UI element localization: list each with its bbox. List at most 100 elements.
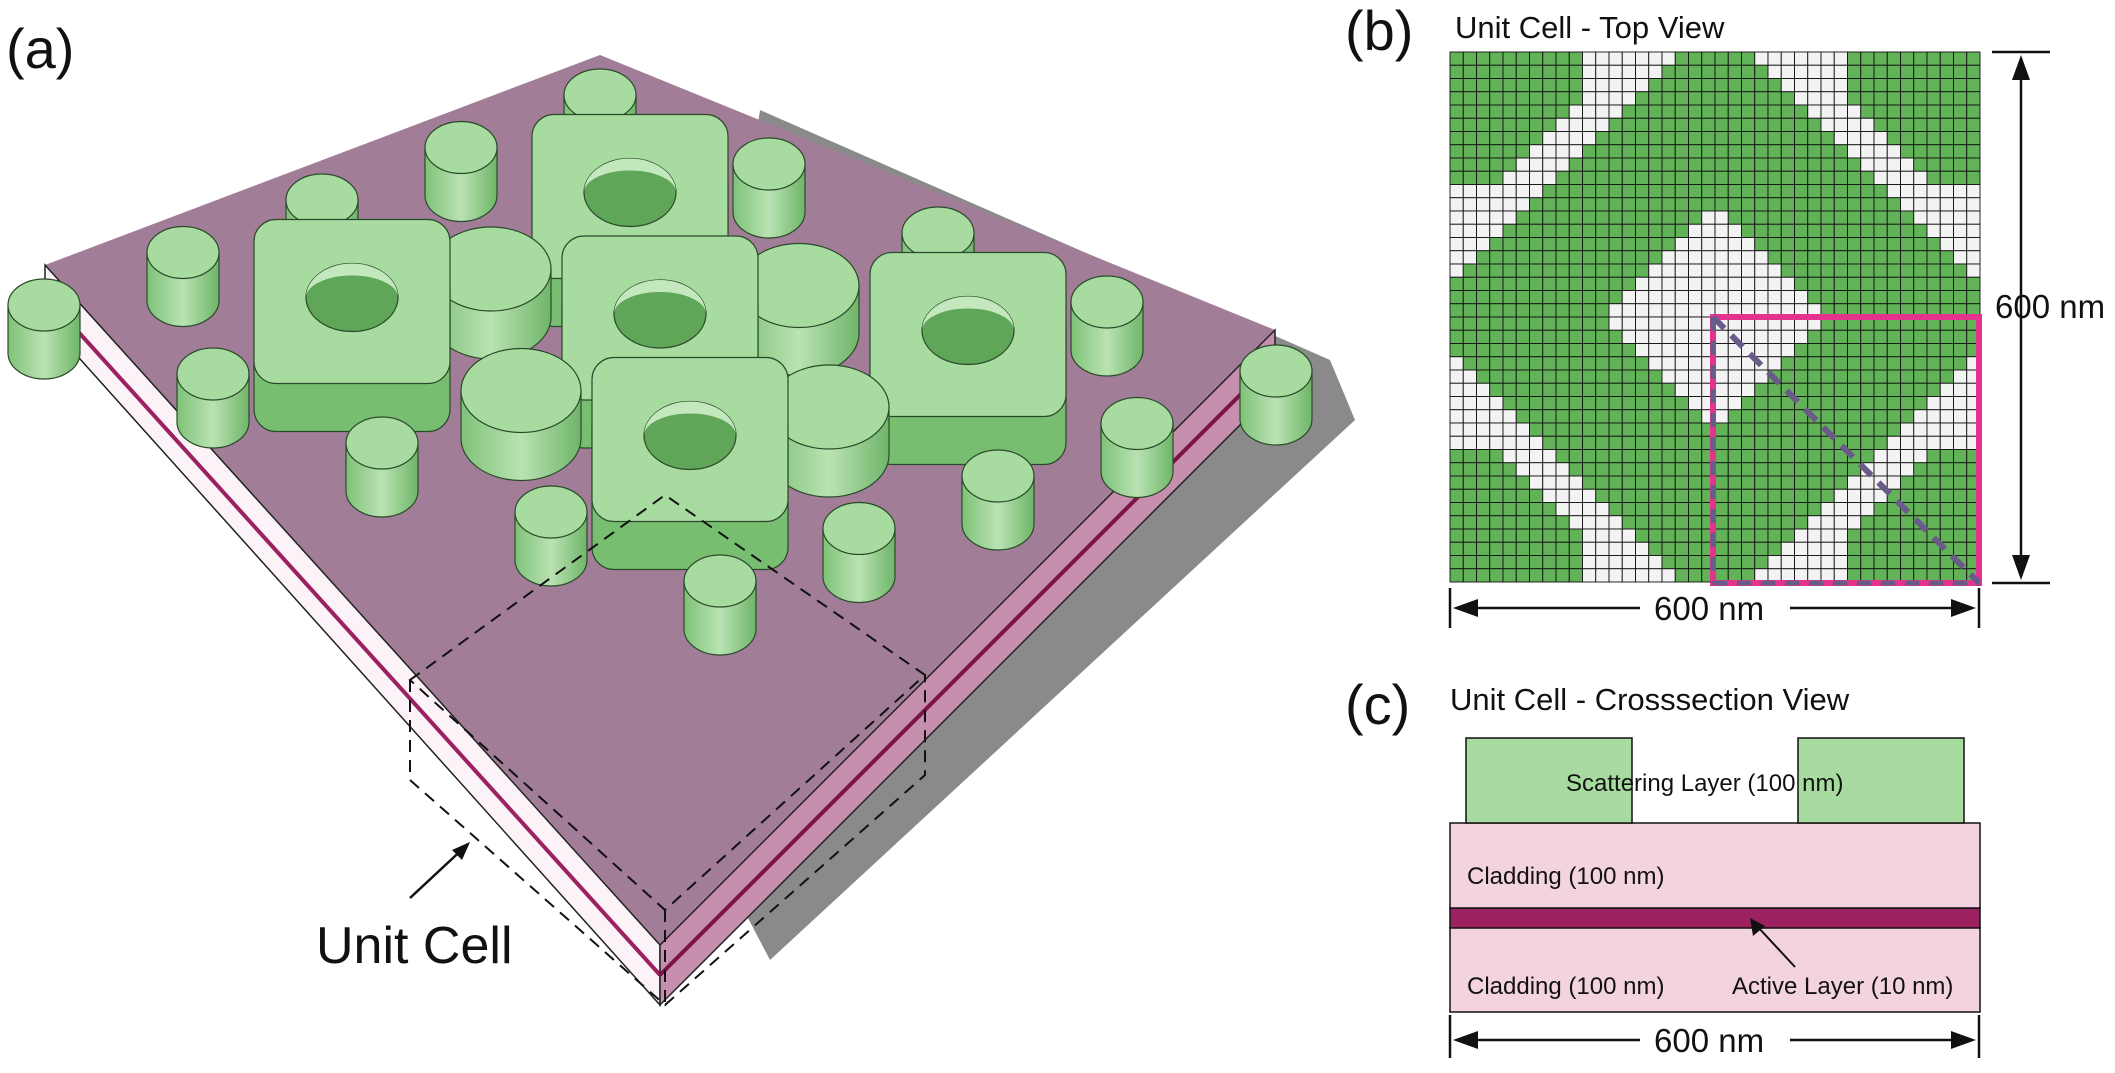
width-c-arrow-left [1453, 1031, 1478, 1049]
grid-pixel [1515, 237, 1530, 252]
grid-pixel [1794, 157, 1809, 172]
grid-pixel [1502, 131, 1517, 146]
active-layer [1449, 907, 1981, 929]
grid-pixel [1939, 409, 1954, 424]
grid-pixel [1555, 117, 1570, 132]
grid-pixel [1714, 329, 1729, 344]
grid-pixel [1502, 475, 1517, 490]
grid-pixel [1608, 329, 1623, 344]
grid-pixel [1833, 197, 1848, 212]
grid-pixel [1953, 502, 1968, 517]
grid-pixel [1515, 475, 1530, 490]
grid-pixel [1555, 197, 1570, 212]
grid-pixel [1542, 117, 1557, 132]
grid-pixel [1449, 64, 1464, 79]
grid-pixel [1913, 382, 1928, 397]
grid-pixel [1635, 303, 1650, 318]
grid-pixel [1515, 223, 1530, 238]
grid-pixel [1449, 356, 1464, 371]
grid-pixel [1688, 409, 1703, 424]
grid-pixel [1489, 316, 1504, 331]
grid-pixel [1515, 104, 1530, 119]
grid-pixel [1780, 555, 1795, 570]
grid-pixel [1714, 369, 1729, 384]
grid-pixel [1860, 329, 1875, 344]
grid-pixel [1926, 210, 1941, 225]
grid-pixel [1847, 104, 1862, 119]
grid-pixel [1886, 515, 1901, 530]
grid-pixel [1555, 502, 1570, 517]
grid-pixel [1900, 435, 1915, 450]
grid-pixel [1595, 64, 1610, 79]
grid-pixel [1727, 78, 1742, 93]
grid-pixel [1900, 382, 1915, 397]
panel-b-width-label: 600 nm [1654, 590, 1764, 627]
grid-pixel [1767, 276, 1782, 291]
grid-pixel [1701, 263, 1716, 278]
grid-pixel [1939, 356, 1954, 371]
grid-pixel [1476, 250, 1491, 265]
grid-pixel [1754, 104, 1769, 119]
grid-pixel [1939, 263, 1954, 278]
grid-pixel [1900, 237, 1915, 252]
grid-pixel [1555, 369, 1570, 384]
grid-pixel [1608, 223, 1623, 238]
grid-pixel [1608, 303, 1623, 318]
grid-pixel [1701, 117, 1716, 132]
grid-pixel [1595, 157, 1610, 172]
grid-pixel [1873, 276, 1888, 291]
grid-pixel [1489, 435, 1504, 450]
grid-pixel [1780, 502, 1795, 517]
grid-pixel [1833, 502, 1848, 517]
grid-pixel [1529, 502, 1544, 517]
grid-pixel [1913, 157, 1928, 172]
grid-pixel [1847, 422, 1862, 437]
grid-pixel [1674, 329, 1689, 344]
grid-pixel [1489, 422, 1504, 437]
grid-pixel [1582, 329, 1597, 344]
grid-pixel [1754, 528, 1769, 543]
grid-pixel [1939, 184, 1954, 199]
grid-pixel [1780, 144, 1795, 159]
grid-pixel [1555, 396, 1570, 411]
grid-pixel [1502, 316, 1517, 331]
active-layer-arrow [1756, 925, 1796, 968]
grid-pixel [1966, 78, 1981, 93]
grid-pixel [1807, 396, 1822, 411]
grid-pixel [1635, 502, 1650, 517]
grid-pixel [1661, 462, 1676, 477]
height-arrow-top [2012, 55, 2030, 80]
grid-pixel [1621, 91, 1636, 106]
grid-pixel [1913, 78, 1928, 93]
grid-pixel [1833, 422, 1848, 437]
grid-pixel [1754, 396, 1769, 411]
grid-pixel [1727, 528, 1742, 543]
grid-pixel [1648, 210, 1663, 225]
grid-pixel [1953, 515, 1968, 530]
grid-pixel [1833, 250, 1848, 265]
grid-pixel [1833, 409, 1848, 424]
grid-pixel [1608, 409, 1623, 424]
grid-pixel [1714, 488, 1729, 503]
grid-pixel [1661, 144, 1676, 159]
grid-pixel [1767, 329, 1782, 344]
grid-pixel [1833, 382, 1848, 397]
grid-pixel [1807, 157, 1822, 172]
grid-pixel [1727, 502, 1742, 517]
grid-pixel [1635, 91, 1650, 106]
pillar-top [7, 278, 81, 332]
grid-pixel [1542, 435, 1557, 450]
grid-pixel [1886, 290, 1901, 305]
grid-pixel [1820, 131, 1835, 146]
grid-pixel [1476, 184, 1491, 199]
grid-pixel [1727, 396, 1742, 411]
panel-c-label: (c) [1345, 673, 1410, 736]
grid-pixel [1767, 78, 1782, 93]
grid-pixel [1621, 64, 1636, 79]
grid-pixel [1635, 223, 1650, 238]
grid-pixel [1489, 250, 1504, 265]
grid-pixel [1462, 117, 1477, 132]
grid-pixel [1529, 528, 1544, 543]
grid-pixel [1886, 435, 1901, 450]
grid-pixel [1515, 144, 1530, 159]
